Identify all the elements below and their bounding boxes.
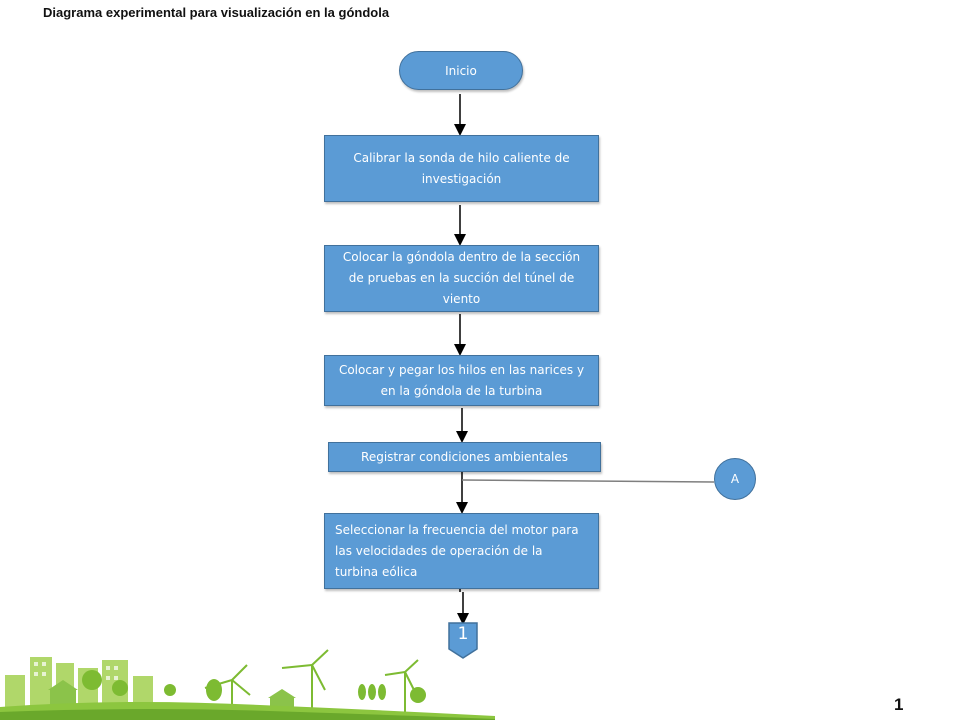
page-title: Diagrama experimental para visualización…: [43, 5, 390, 20]
offpage-connector-label: 1: [457, 624, 469, 644]
connector-a: A: [714, 458, 756, 500]
flow-step-calibrate: Calibrar la sonda de hilo caliente de in…: [324, 135, 599, 202]
line-connector-a: [461, 479, 715, 483]
flow-step-register-conditions: Registrar condiciones ambientales: [328, 442, 601, 472]
flow-step-place-nacelle: Colocar la góndola dentro de la sección …: [324, 245, 599, 312]
flow-step-select-frequency: Seleccionar la frecuencia del motor para…: [324, 513, 599, 589]
page-number: 1: [894, 695, 904, 714]
flow-step-glue-threads: Colocar y pegar los hilos en las narices…: [324, 355, 599, 406]
flow-start-terminal: Inicio: [399, 51, 523, 90]
offpage-connector-shape: [448, 622, 478, 659]
